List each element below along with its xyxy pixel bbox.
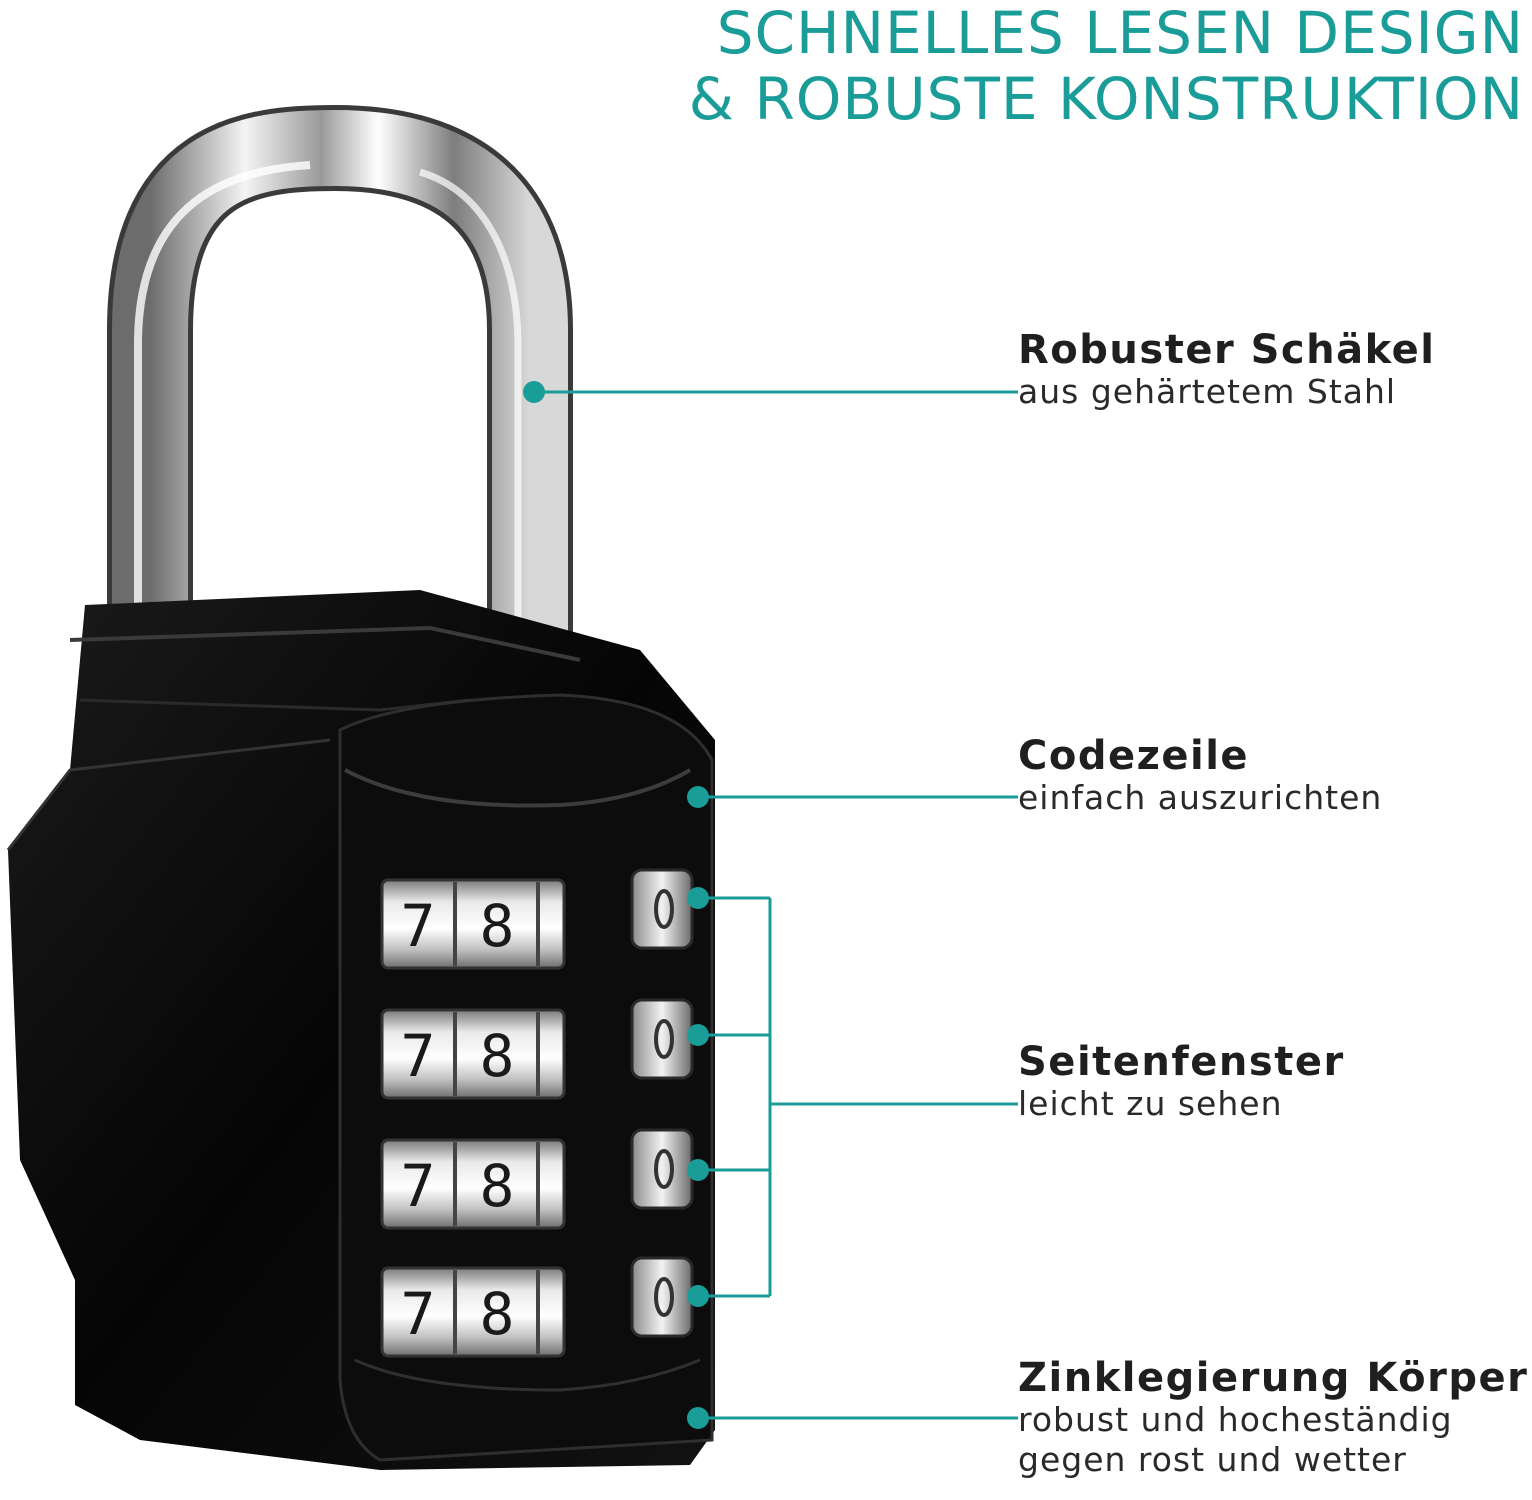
dial-digit: 7 [401,1152,436,1220]
callout-shackle-title: Robuster Schäkel [1018,327,1436,373]
callout-side-window-title: Seitenfenster [1018,1039,1345,1085]
dial-row-4: 7 8 [380,1266,566,1358]
headline: SCHNELLES LESEN DESIGN & ROBUSTE KONSTRU… [689,0,1524,132]
dial-row-2: 7 8 [380,1008,566,1100]
callout-side-window: Seitenfenster leicht zu sehen [1018,1040,1345,1124]
callout-body: Zinklegierung Körper robust und hochestä… [1018,1356,1528,1480]
callout-body-subtitle-1: robust und hocheständig [1018,1400,1453,1439]
lock-body [6,590,715,1470]
callout-code-line-title: Codezeile [1018,733,1250,779]
callout-leaders [523,381,1018,1429]
shackle [107,104,573,700]
dial-digit: 7 [401,1280,436,1348]
headline-line-1: SCHNELLES LESEN DESIGN [716,0,1524,67]
dial-digit: 7 [401,892,436,960]
front-dials: 7 8 7 8 7 8 7 8 [380,878,566,1358]
callout-shackle-subtitle: aus gehärtetem Stahl [1018,372,1397,411]
dial-digit: 8 [480,1152,515,1220]
dial-digit: 8 [480,1280,515,1348]
dial-row-1: 7 8 [380,878,566,970]
headline-line-2: & ROBUSTE KONSTRUKTION [688,65,1524,133]
callout-code-line-subtitle: einfach auszurichten [1018,778,1383,817]
callout-body-subtitle-2: gegen rost und wetter [1018,1440,1407,1479]
dial-row-3: 7 8 [380,1138,566,1230]
dial-digit: 8 [480,892,515,960]
dial-digit: 8 [480,1022,515,1090]
dial-digit: 7 [401,1022,436,1090]
callout-shackle: Robuster Schäkel aus gehärtetem Stahl [1018,328,1435,412]
callout-code-line: Codezeile einfach auszurichten [1018,734,1382,818]
callout-body-title: Zinklegierung Körper [1018,1355,1529,1401]
callout-side-window-subtitle: leicht zu sehen [1018,1084,1283,1123]
